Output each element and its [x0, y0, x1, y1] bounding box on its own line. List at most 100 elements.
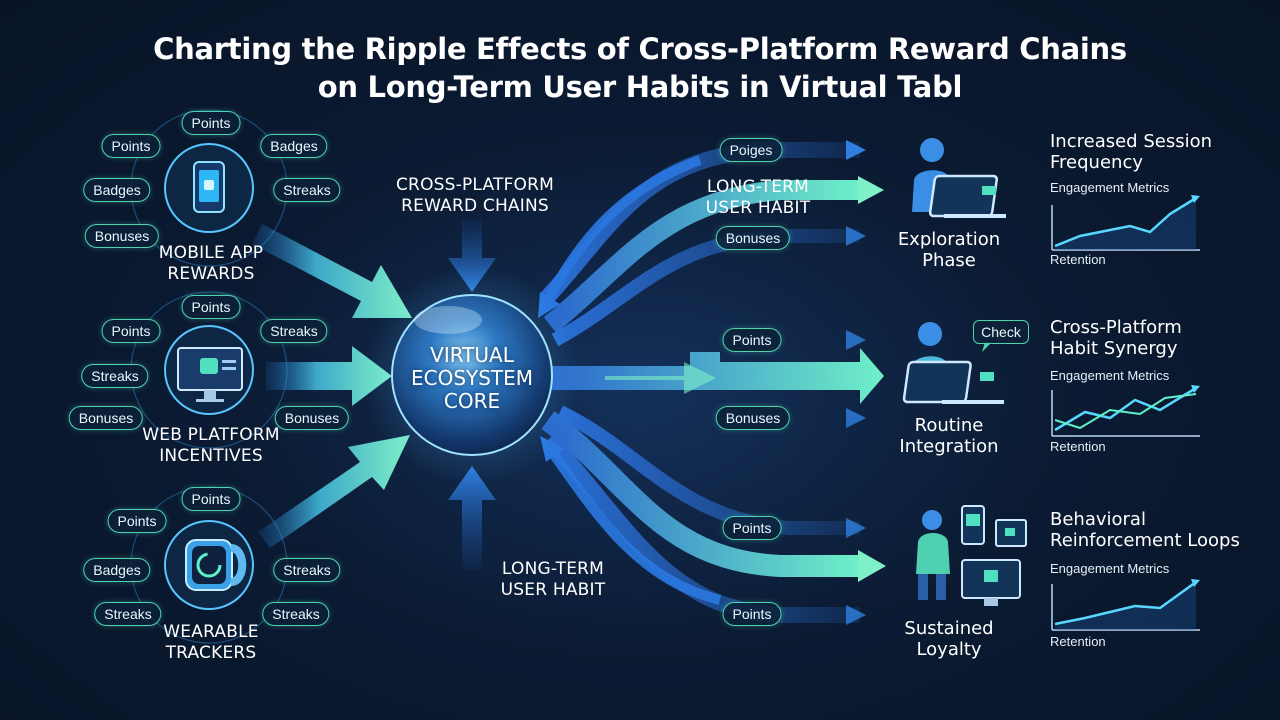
outcome-1-title: Increased Session Frequency [1050, 131, 1212, 173]
mobile-app-label-line2: REWARDS [167, 264, 255, 284]
arrow-bottom-to-core [448, 466, 496, 570]
flow-lower-teal [541, 411, 860, 577]
mobile-pill-bonuses: Bonuses [84, 224, 160, 248]
wearable-pill-streaks-right: Streaks [273, 558, 341, 582]
flow-pill-bonuses-top: Bonuses [715, 226, 791, 250]
sustained-loyalty-label: Sustained Loyalty [904, 618, 993, 660]
arrowhead-lower-3 [846, 605, 866, 625]
flow-pill-points-low: Points [722, 516, 782, 540]
user-habit-mid-label: LONG-TERM USER HABIT [706, 177, 811, 219]
outcome-3-title-line1: Behavioral [1050, 509, 1146, 530]
mobile-pill-points-top: Points [181, 111, 241, 135]
web-pill-bonuses-right: Bonuses [274, 406, 350, 430]
web-pill-streaks-right: Streaks [260, 319, 328, 343]
user-habit-bottom-label: LONG-TERM USER HABIT [501, 559, 606, 601]
arrowhead-middle-bottom [846, 408, 866, 428]
exploration-phase-line2: Phase [922, 250, 976, 271]
web-pill-bonuses-left: Bonuses [68, 406, 144, 430]
routine-figure [902, 322, 1004, 404]
mobile-pill-streaks: Streaks [273, 178, 341, 202]
wearable-pill-streaks-left: Streaks [94, 602, 162, 626]
arrow-mobile-to-core [252, 224, 412, 318]
flow-upper-teal [543, 180, 860, 333]
loyalty-figure [916, 505, 1027, 606]
exploration-figure [912, 138, 1006, 218]
user-habit-mid-line2: USER HABIT [705, 198, 811, 218]
mobile-app-node [130, 109, 288, 267]
outcome-2-title-line1: Cross-Platform [1050, 317, 1182, 338]
exploration-phase-line1: Exploration [897, 229, 1001, 250]
mobile-pill-badges-left: Badges [83, 178, 151, 202]
wearable-pill-streaks-bottom: Streaks [262, 602, 330, 626]
user-habit-mid-line1: LONG-TERM [706, 177, 810, 197]
wearable-node [130, 486, 288, 644]
mobile-pill-points-left: Points [101, 134, 161, 158]
flow-middle-main [545, 348, 884, 404]
outcome-1-retention: Retention [1050, 252, 1106, 267]
wearable-label: WEARABLE TRACKERS [163, 622, 258, 664]
web-pill-points-left: Points [101, 319, 161, 343]
title-line-1: Charting the Ripple Effects of Cross-Pla… [153, 32, 1127, 66]
reward-chains-label: CROSS-PLATFORM REWARD CHAINS [396, 175, 554, 217]
arrow-wearable-to-core [258, 435, 410, 548]
routine-integration-label: Routine Integration [899, 415, 998, 457]
web-platform-node [130, 291, 288, 449]
core-label-line2: ECOSYSTEM [410, 366, 534, 390]
core-label-line3: CORE [443, 389, 501, 413]
title-line-2: on Long-Term User Habits in Virtual Tabl [317, 70, 963, 104]
web-platform-label-line2: INCENTIVES [159, 446, 263, 466]
arrowhead-lower-1 [846, 518, 866, 538]
core-label: VIRTUAL ECOSYSTEM CORE [411, 344, 533, 413]
web-platform-label: WEB PLATFORM INCENTIVES [142, 425, 279, 467]
web-pill-points-top: Points [181, 295, 241, 319]
sustained-loyalty-line1: Sustained [904, 618, 994, 639]
arrowhead-middle-top [846, 330, 866, 350]
flow-pill-bonuses-mid: Bonuses [715, 406, 791, 430]
arrowhead-upper-1 [846, 140, 866, 160]
mobile-app-label: MOBILE APP REWARDS [159, 243, 263, 285]
sustained-loyalty-line2: Loyalty [916, 639, 982, 660]
flow-upper-return [543, 155, 702, 303]
outcome-2-retention: Retention [1050, 439, 1106, 454]
wearable-label-line2: TRACKERS [165, 643, 257, 663]
core-sphere [391, 294, 553, 456]
outcome-chart-2 [1051, 385, 1200, 437]
reward-chains-label-line1: CROSS-PLATFORM [395, 175, 555, 195]
check-speech-bubble: Check [973, 320, 1029, 344]
routine-integration-line2: Integration [899, 436, 999, 457]
arrowhead-upper-2 [858, 176, 884, 204]
flow-pill-points-mid: Points [722, 328, 782, 352]
outcome-1-engagement: Engagement Metrics [1050, 180, 1170, 195]
outcome-3-title-line2: Reinforcement Loops [1050, 530, 1240, 551]
outcome-chart-1 [1051, 195, 1200, 251]
core-highlight [414, 306, 482, 334]
outcome-2-title-line2: Habit Synergy [1050, 338, 1178, 359]
web-platform-label-line1: WEB PLATFORM [142, 425, 280, 445]
outcome-2-title: Cross-Platform Habit Synergy [1050, 317, 1182, 359]
outcome-chart-3 [1051, 579, 1200, 631]
outcome-3-title: Behavioral Reinforcement Loops [1050, 509, 1240, 551]
reward-chains-label-line2: REWARD CHAINS [401, 196, 549, 216]
exploration-phase-label: Exploration Phase [898, 229, 1000, 271]
flow-pill-points-bottom: Points [722, 602, 782, 626]
wearable-label-line1: WEARABLE [163, 622, 259, 642]
mobile-pill-badges-right: Badges [260, 134, 328, 158]
core-label-line1: VIRTUAL [430, 343, 514, 367]
web-pill-streaks-left: Streaks [81, 364, 149, 388]
wearable-pill-points-top: Points [181, 487, 241, 511]
user-habit-bottom-line1: LONG-TERM [501, 559, 605, 579]
mobile-app-label-line1: MOBILE APP [158, 243, 264, 263]
wearable-pill-points-left: Points [107, 509, 167, 533]
outcome-1-title-line1: Increased Session [1050, 131, 1212, 152]
outcome-2-engagement: Engagement Metrics [1050, 368, 1170, 383]
flow-lower-return [547, 449, 722, 605]
flow-pill-poiges: Poiges [719, 138, 783, 162]
wearable-pill-badges: Badges [83, 558, 151, 582]
outcome-3-retention: Retention [1050, 634, 1106, 649]
arrow-web-to-core [266, 346, 392, 406]
arrowhead-upper-3 [846, 226, 866, 246]
routine-integration-line1: Routine [914, 415, 984, 436]
user-habit-bottom-line2: USER HABIT [500, 580, 606, 600]
outcome-1-title-line2: Frequency [1050, 152, 1143, 173]
